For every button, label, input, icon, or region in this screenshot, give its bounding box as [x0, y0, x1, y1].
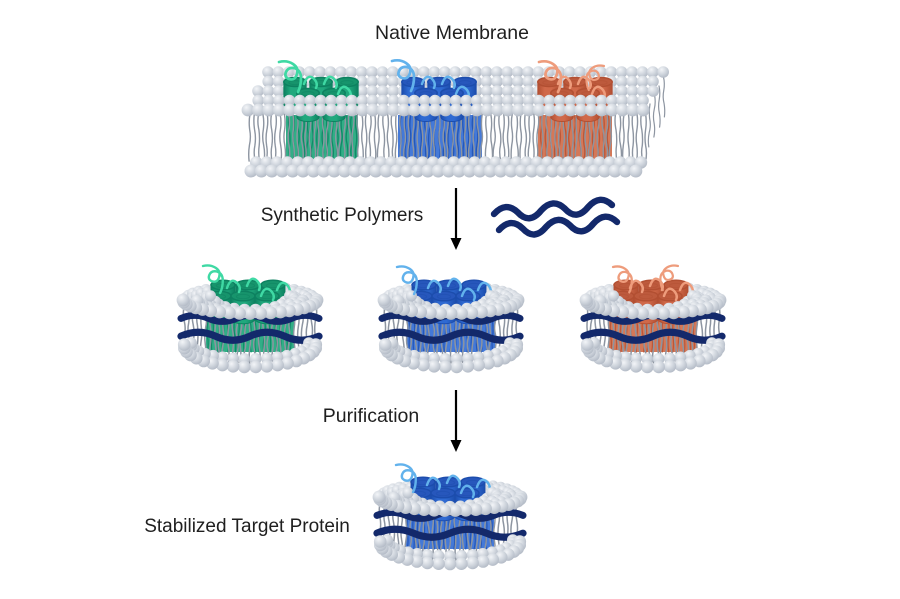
svg-text:Synthetic Polymers: Synthetic Polymers [261, 205, 424, 226]
svg-text:Native Membrane: Native Membrane [375, 22, 529, 44]
svg-text:Stabilized Target Protein: Stabilized Target Protein [144, 516, 350, 537]
svg-text:Purification: Purification [323, 405, 419, 427]
